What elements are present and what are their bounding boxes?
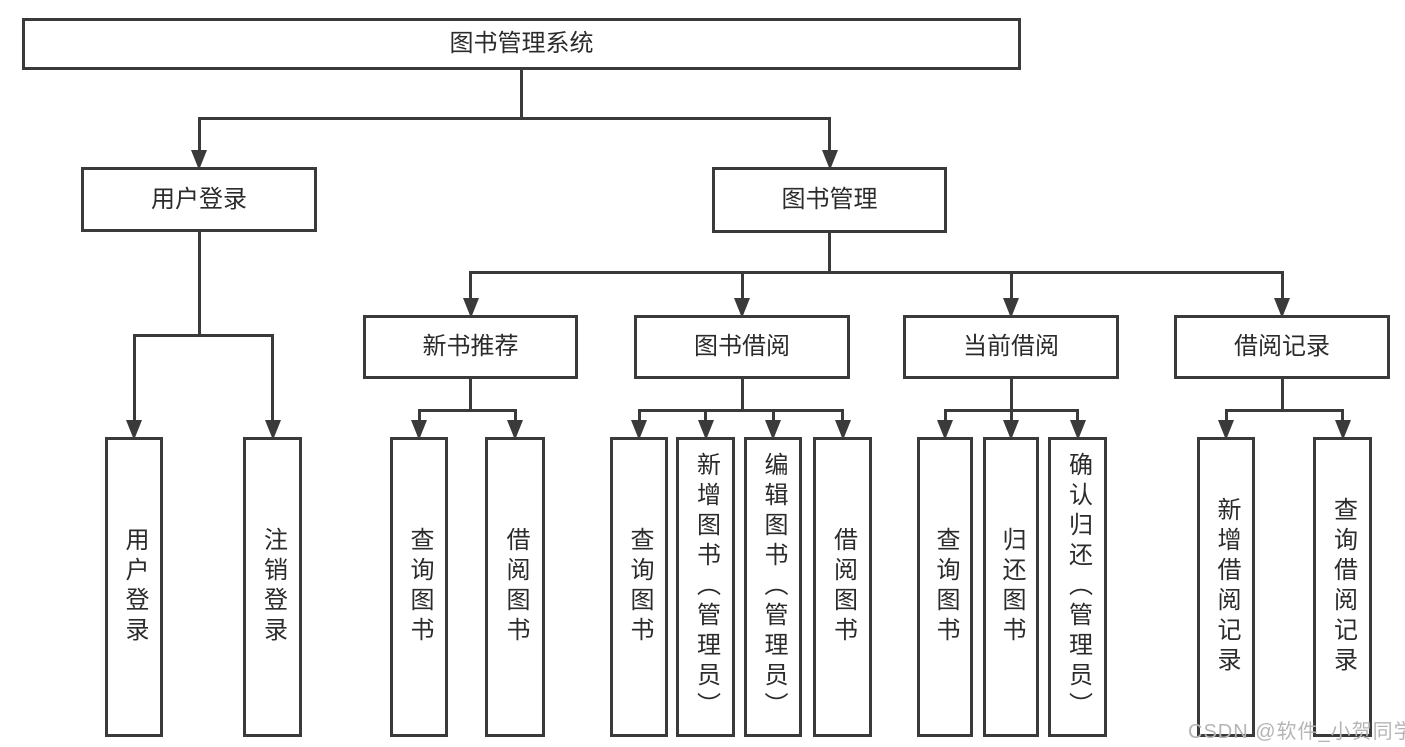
node-label: 借阅记录 bbox=[1234, 333, 1330, 360]
connector-line bbox=[828, 233, 831, 272]
arrowhead-down-icon bbox=[697, 420, 714, 440]
arrowhead-down-icon bbox=[264, 420, 281, 440]
node-label: 借阅图书 bbox=[502, 527, 529, 647]
arrowhead-down-icon bbox=[462, 298, 479, 318]
connector-line bbox=[197, 118, 201, 153]
node-label: 用户登录 bbox=[121, 527, 148, 647]
csdn-watermark: CSDN @软件_小贺同学 bbox=[1188, 721, 1405, 743]
node-label: 查询图书 bbox=[626, 527, 653, 647]
node-bb-edit-book-admin: 编辑图书（管理员） bbox=[744, 437, 802, 737]
node-label: 用户登录 bbox=[151, 185, 247, 213]
node-cb-confirm-return: 确认归还（管理员） bbox=[1048, 437, 1107, 737]
connector-line bbox=[1280, 272, 1284, 301]
connector-line bbox=[1009, 272, 1013, 301]
arrowhead-down-icon bbox=[1218, 420, 1234, 440]
connector-line bbox=[1009, 410, 1013, 423]
node-label: 新书推荐 bbox=[422, 333, 519, 360]
connector-line bbox=[132, 335, 136, 423]
arrowhead-down-icon bbox=[1069, 420, 1086, 440]
connector-line bbox=[740, 272, 744, 301]
connector-line bbox=[469, 272, 472, 301]
connector-line bbox=[771, 410, 775, 423]
node-bb-borrow-book: 借阅图书 bbox=[813, 437, 872, 737]
node-book-borrow: 图书借阅 bbox=[634, 315, 850, 379]
connector-line bbox=[637, 410, 641, 423]
arrowhead-down-icon bbox=[834, 420, 851, 440]
node-current-borrow: 当前借阅 bbox=[903, 315, 1119, 379]
connector-line bbox=[1341, 410, 1344, 423]
connector-line bbox=[1009, 379, 1013, 410]
node-bb-add-book-admin: 新增图书（管理员） bbox=[676, 437, 735, 737]
connector-line bbox=[943, 410, 947, 423]
node-label: 图书管理系统 bbox=[449, 30, 594, 57]
connector-line bbox=[469, 379, 472, 410]
node-label: 编辑图书（管理员） bbox=[760, 452, 787, 722]
node-root: 图书管理系统 bbox=[22, 18, 1021, 70]
connector-line bbox=[704, 410, 707, 423]
node-login-logout: 注销登录 bbox=[243, 437, 302, 737]
connector-line bbox=[417, 410, 421, 423]
arrowhead-down-icon bbox=[1334, 420, 1351, 440]
node-label: 注销登录 bbox=[259, 527, 287, 647]
connector-line bbox=[841, 410, 844, 423]
arrowhead-down-icon bbox=[821, 150, 838, 170]
connector-line bbox=[1280, 379, 1284, 410]
node-label: 新增借阅记录 bbox=[1213, 497, 1240, 677]
connector-rail bbox=[417, 408, 517, 412]
node-book-mgmt: 图书管理 bbox=[712, 167, 947, 233]
node-label: 查询借阅记录 bbox=[1329, 497, 1357, 677]
node-label: 当前借阅 bbox=[963, 333, 1059, 360]
node-cb-return-book: 归还图书 bbox=[983, 437, 1039, 737]
node-nb-borrow-book: 借阅图书 bbox=[485, 437, 545, 737]
arrowhead-down-icon bbox=[1274, 298, 1290, 318]
arrowhead-down-icon bbox=[411, 420, 427, 440]
node-br-add-record: 新增借阅记录 bbox=[1197, 437, 1255, 737]
node-cb-query-book: 查询图书 bbox=[917, 437, 973, 737]
arrowhead-down-icon bbox=[507, 420, 523, 440]
node-nb-query-book: 查询图书 bbox=[390, 437, 448, 737]
node-new-book-recommend: 新书推荐 bbox=[363, 315, 578, 379]
node-user-login: 用户登录 bbox=[81, 167, 317, 232]
connector-rail bbox=[469, 270, 1284, 274]
arrowhead-down-icon bbox=[1003, 298, 1019, 318]
arrowhead-down-icon bbox=[937, 420, 953, 440]
connector-line bbox=[513, 410, 517, 423]
connector-line bbox=[740, 379, 744, 410]
node-label: 新增图书（管理员） bbox=[692, 452, 720, 722]
arrowhead-down-icon bbox=[734, 298, 750, 318]
node-label: 图书借阅 bbox=[694, 333, 790, 360]
connector-line bbox=[197, 232, 201, 335]
arrowhead-down-icon bbox=[631, 420, 647, 440]
arrowhead-down-icon bbox=[765, 420, 781, 440]
connector-rail bbox=[637, 408, 844, 412]
connector-line bbox=[1224, 410, 1228, 423]
node-label: 图书管理 bbox=[781, 186, 878, 213]
connector-line bbox=[271, 335, 274, 423]
node-bb-query-book: 查询图书 bbox=[610, 437, 668, 737]
node-label: 确认归还（管理员） bbox=[1064, 452, 1092, 722]
connector-rail bbox=[197, 116, 831, 120]
connector-rail bbox=[132, 333, 274, 337]
connector-rail bbox=[1224, 408, 1344, 412]
node-label: 归还图书 bbox=[998, 527, 1025, 647]
connector-line bbox=[828, 118, 831, 153]
arrowhead-down-icon bbox=[1003, 420, 1019, 440]
node-label: 查询图书 bbox=[406, 527, 433, 647]
node-label: 查询图书 bbox=[932, 527, 959, 647]
node-br-query-record: 查询借阅记录 bbox=[1313, 437, 1372, 737]
connector-line bbox=[1076, 410, 1079, 423]
node-borrow-records: 借阅记录 bbox=[1174, 315, 1390, 379]
node-login-user-login: 用户登录 bbox=[105, 437, 163, 737]
arrowhead-down-icon bbox=[191, 150, 207, 170]
node-label: 借阅图书 bbox=[829, 527, 857, 647]
connector-line bbox=[520, 70, 523, 118]
arrowhead-down-icon bbox=[126, 420, 142, 440]
